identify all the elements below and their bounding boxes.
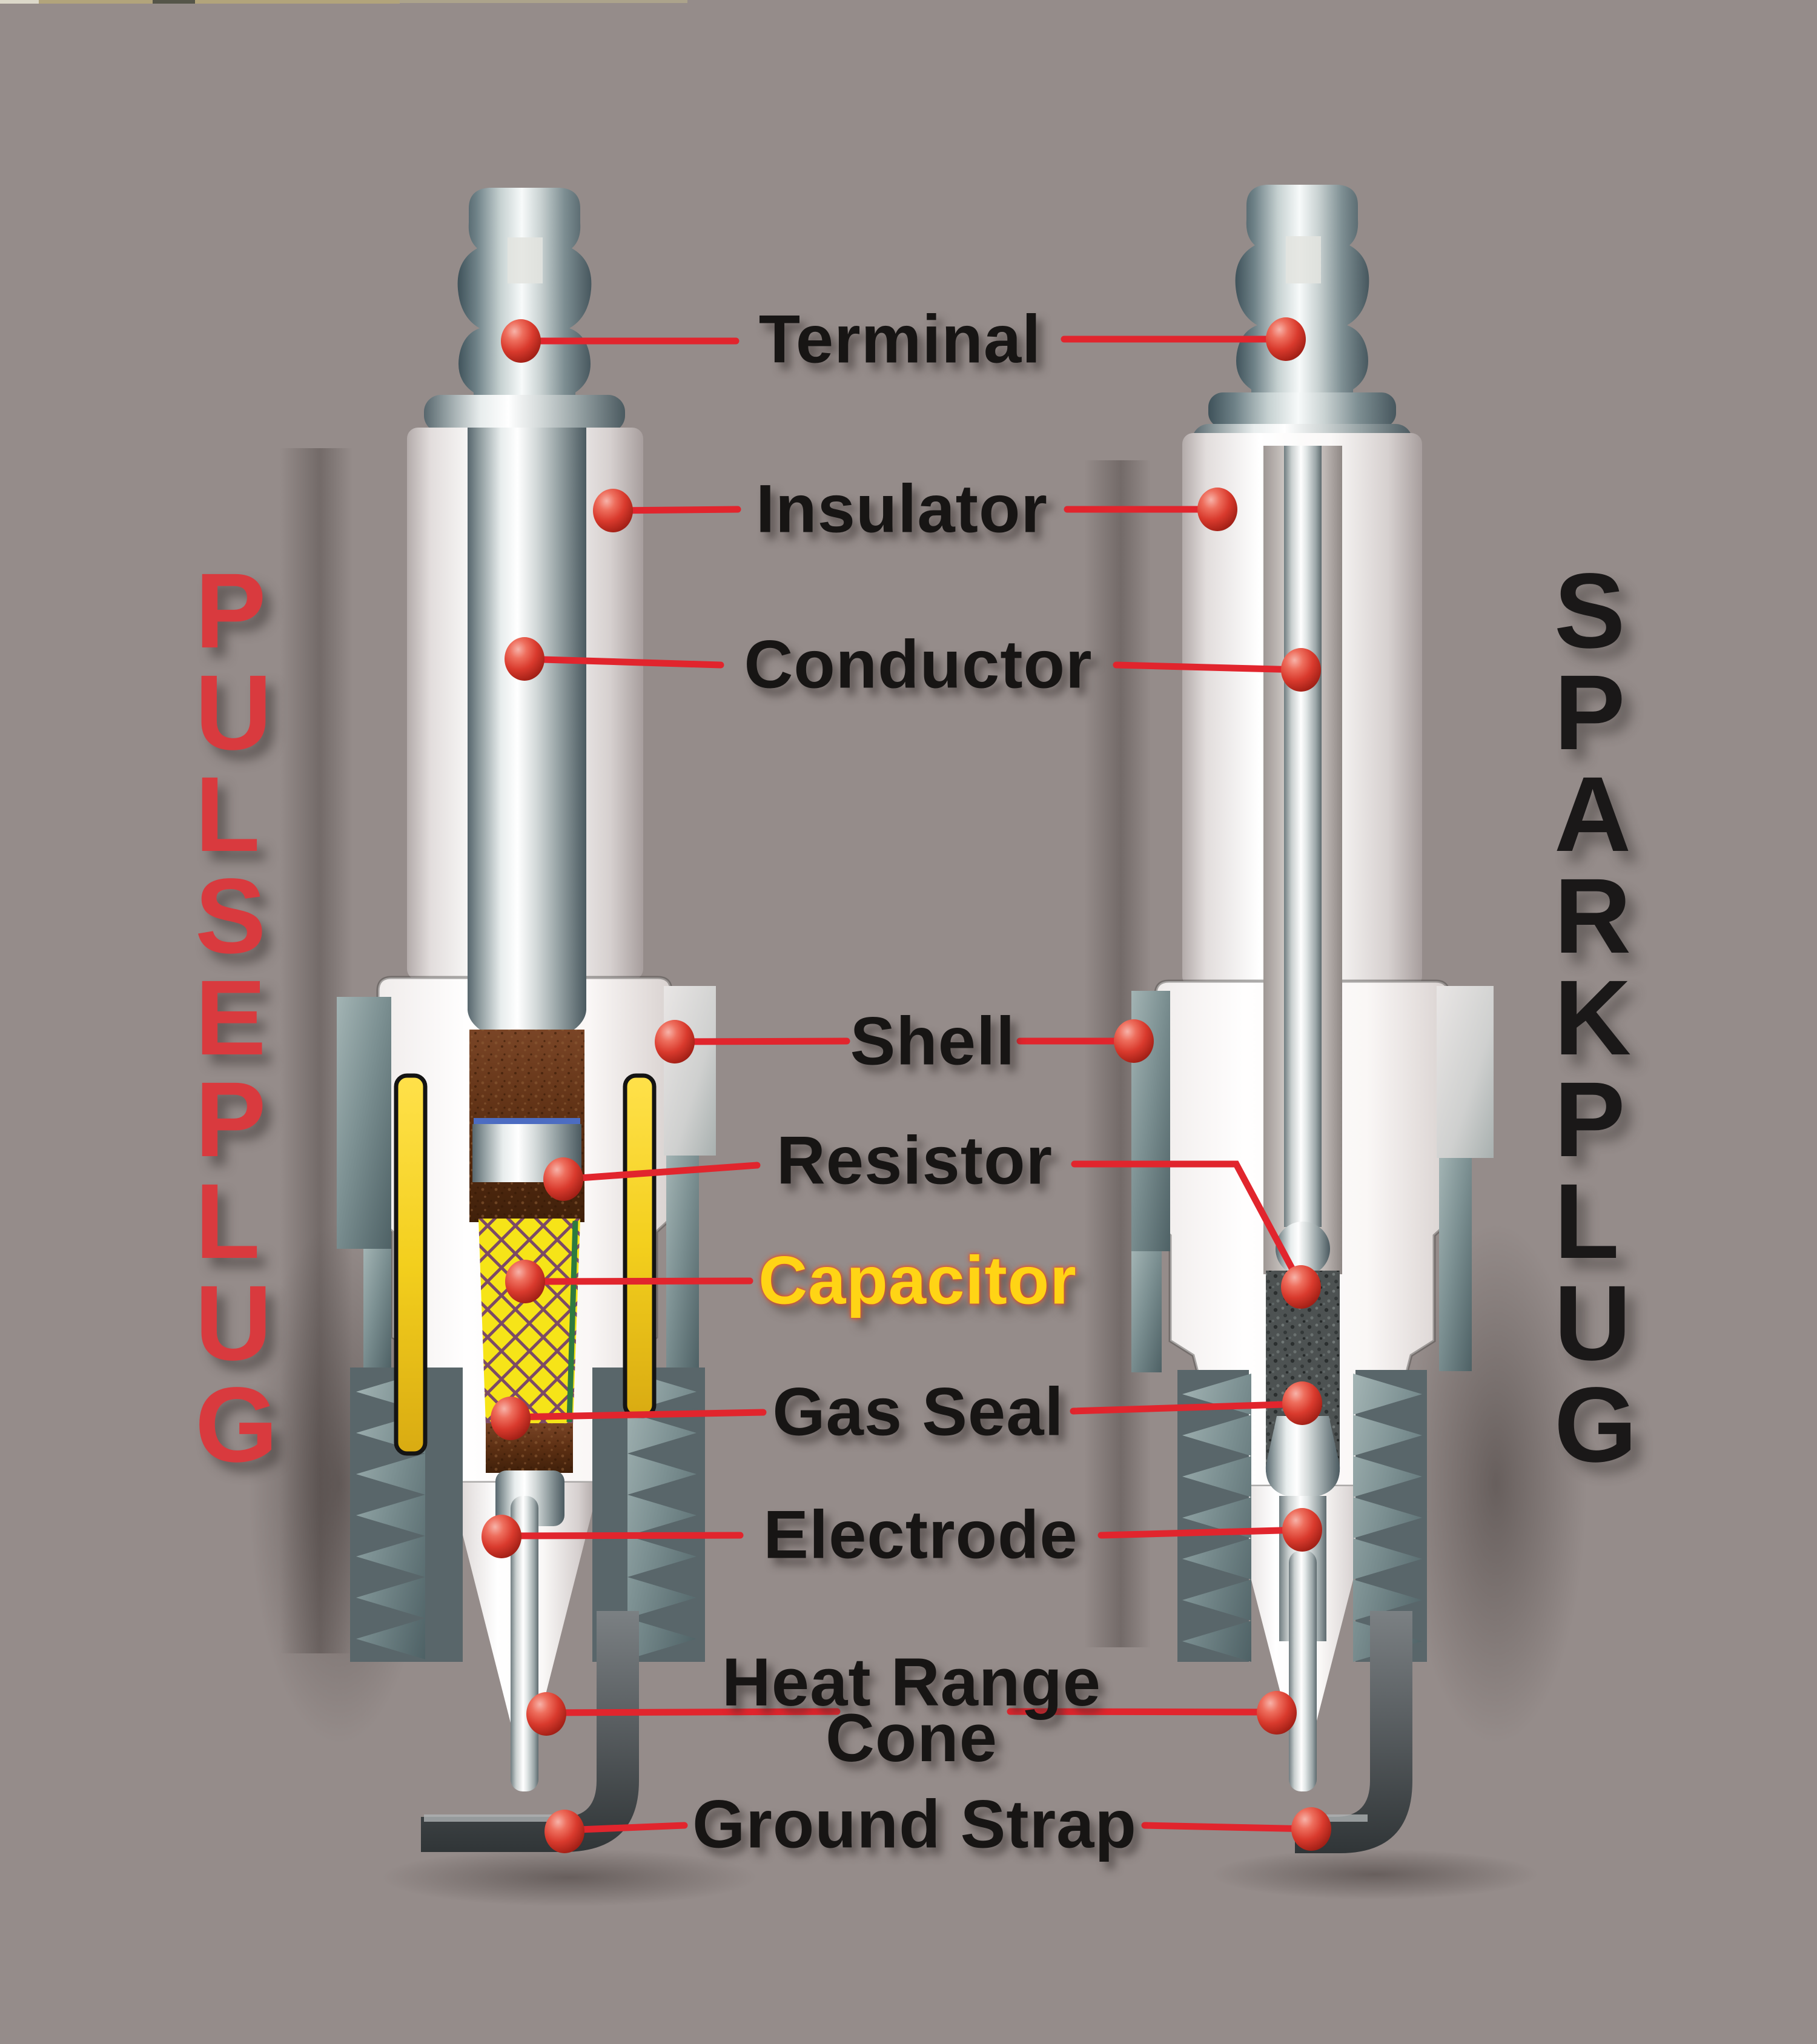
dot-resistor-left (543, 1157, 583, 1201)
label-ground-strap: Ground Strap (692, 1786, 1137, 1862)
label-electrode: Electrode (763, 1497, 1078, 1573)
dot-capacitor-left (505, 1260, 545, 1303)
spark-conductor-rod (1284, 446, 1322, 1227)
label-gas-seal: Gas Seal (772, 1374, 1064, 1450)
spark-ground-strap (1295, 1611, 1412, 1853)
spark-center-electrode (1289, 1550, 1317, 1791)
pulse-yellow-strip-right (623, 1073, 657, 1418)
callout-capacitor (521, 1277, 753, 1285)
spark-threads-left (1182, 1374, 1251, 1662)
dot-heat-range-cone-right (1257, 1691, 1297, 1735)
label-insulator: Insulator (756, 471, 1048, 547)
top-edge-artifact (0, 0, 687, 4)
title-pulse-plug: PULSE PLUG (195, 552, 278, 1484)
pulse-shell-outer-metal-left (337, 997, 391, 1249)
callout-resistor (560, 1160, 1305, 1289)
title-spark-plug: SPARK PLUG (1554, 552, 1637, 1484)
callout-terminal (517, 336, 1289, 345)
pulse-threads-right (627, 1371, 697, 1659)
dot-terminal-left (501, 319, 541, 363)
callout-heat-range-cone (543, 1708, 1279, 1716)
pulse-blue-seal-line (474, 1118, 580, 1125)
pulse-terminal-notch (508, 237, 543, 283)
label-terminal: Terminal (758, 301, 1042, 377)
dot-gas-seal-right (1282, 1381, 1322, 1425)
dot-ground-strap-right (1291, 1807, 1331, 1851)
spark-threads-right (1353, 1374, 1422, 1662)
callout-dots (482, 317, 1331, 1853)
dot-conductor-left (505, 637, 544, 681)
pulse-shell-outer-metal-right (666, 1156, 699, 1369)
label-capacitor: Capacitor (758, 1242, 1077, 1318)
pulse-shell-hex-block-right (664, 986, 716, 1156)
spark-shell-outer-metal-right (1439, 1158, 1472, 1371)
pulse-conductor-rod (468, 428, 586, 1010)
pulse-capacitor-green-edge (566, 1220, 578, 1423)
label-shell: Shell (850, 1003, 1016, 1079)
dot-insulator-right (1197, 488, 1237, 531)
dot-resistor-right (1281, 1265, 1321, 1309)
pulse-flange (424, 395, 625, 432)
spark-terminal-metal (1235, 185, 1369, 427)
callout-conductor (521, 655, 1305, 673)
dot-shell-right (1114, 1019, 1154, 1063)
pulse-plug-illustration (337, 188, 716, 1852)
dot-conductor-right (1281, 648, 1321, 692)
spark-plug-illustration (1131, 185, 1494, 1853)
spark-shell-hex-block-right (1437, 986, 1494, 1158)
pulse-ground-strap-highlight (424, 1814, 563, 1822)
spark-shell-outer-metal-left-lower (1131, 1251, 1162, 1372)
callout-electrode (498, 1526, 1306, 1540)
callout-gas-seal (507, 1400, 1306, 1421)
spark-flange-collar (1208, 392, 1396, 428)
dot-ground-strap-left (544, 1810, 584, 1853)
spark-terminal-notch (1286, 236, 1321, 283)
dot-shell-left (655, 1020, 695, 1063)
label-resistor: Resistor (776, 1122, 1053, 1199)
label-heat-range-cone: Heat Range Cone (721, 1644, 1102, 1776)
spark-gas-seal-cup (1265, 1416, 1340, 1498)
dot-electrode-right (1282, 1508, 1322, 1552)
callout-ground-strap (561, 1822, 1314, 1834)
dot-insulator-left (593, 489, 633, 532)
label-conductor: Conductor (744, 626, 1093, 703)
dot-electrode-left (482, 1515, 521, 1558)
dot-terminal-right (1266, 317, 1306, 361)
dot-gas-seal-left (491, 1397, 531, 1440)
pulse-capacitor-mesh (478, 1219, 580, 1424)
callout-insulator (609, 506, 1221, 514)
pulse-yellow-strip-left (394, 1073, 428, 1456)
dot-heat-range-cone-left (526, 1692, 566, 1736)
pulse-shell-outer-metal-left-lower (363, 1249, 391, 1368)
pulse-conductor-rod-tip (468, 975, 586, 1043)
pulse-terminal-metal (457, 188, 592, 430)
